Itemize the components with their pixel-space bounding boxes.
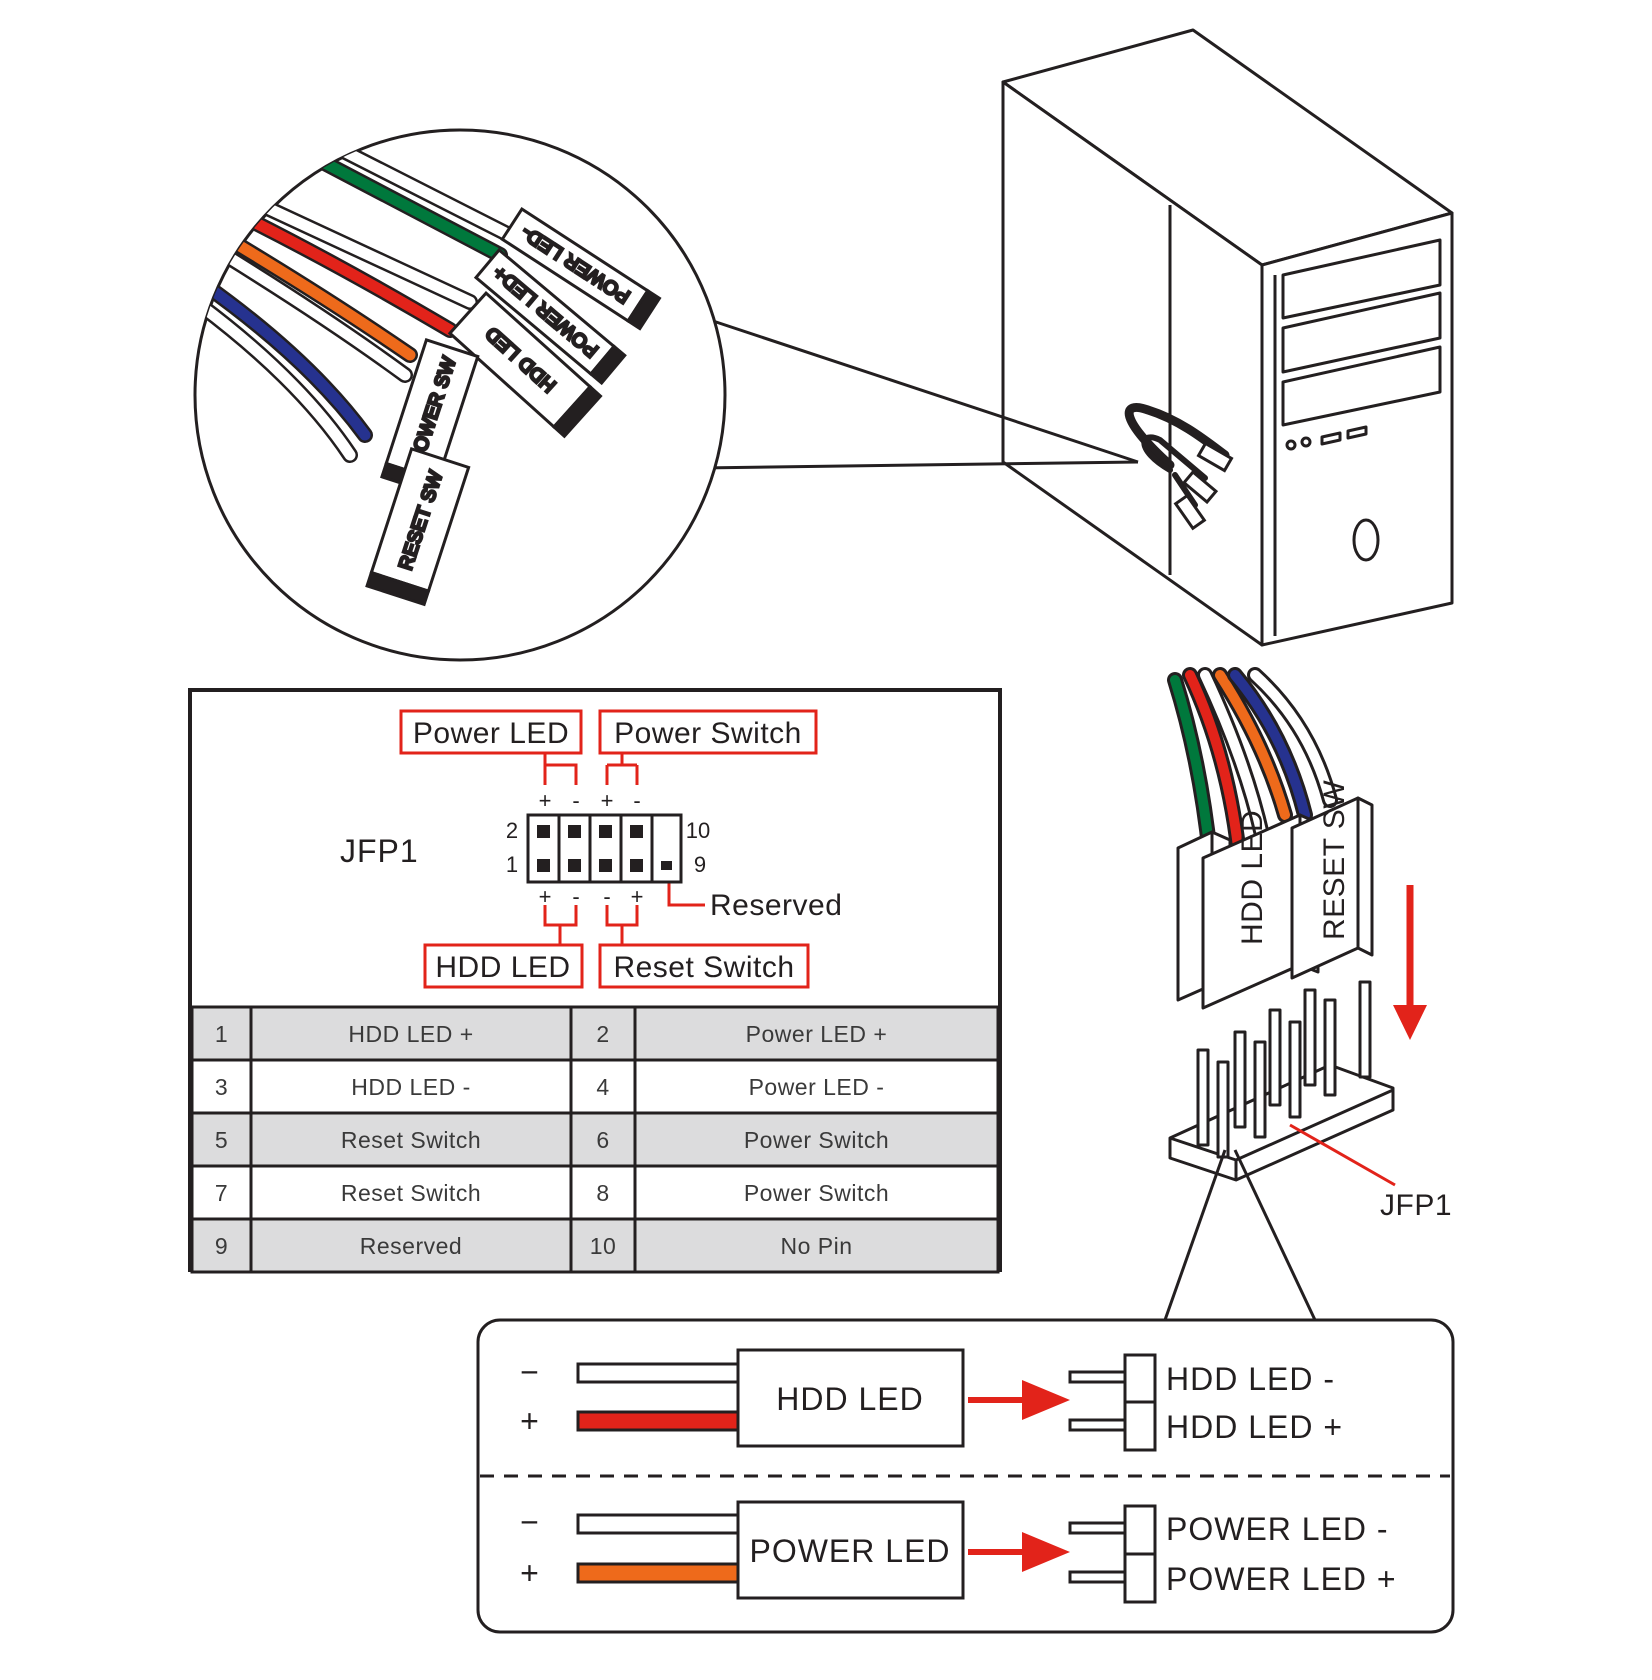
pin-table: 1 HDD LED + 2 Power LED + 3 HDD LED - 4 Power L… xyxy=(190,1005,1000,1274)
legend-box: − + HDD LED HDD LED - HDD LED + − + POWE… xyxy=(476,1318,1455,1634)
plug-label-hdd-led: HDD LED xyxy=(1236,810,1269,945)
label-hdd-led: HDD LED xyxy=(435,951,570,984)
table-cell-pin-b: 6 xyxy=(596,1127,609,1153)
jfp1-title: JFP1 xyxy=(340,833,419,869)
label-power-led: Power LED xyxy=(413,717,569,750)
legend-hdd-pin-plus: HDD LED + xyxy=(1166,1409,1343,1445)
table-row xyxy=(190,1217,1000,1274)
connector-reset-sw: RESET SW xyxy=(365,447,471,607)
label-reserved: Reserved xyxy=(710,889,842,922)
cable-bundle xyxy=(1124,403,1234,531)
table-row xyxy=(190,1005,1000,1062)
label-reset-switch: Reset Switch xyxy=(613,951,794,984)
legend-hdd-connector-label: HDD LED xyxy=(776,1381,923,1417)
table-cell-signal-a: HDD LED + xyxy=(348,1021,473,1047)
polarity-plus-pin1: + xyxy=(539,884,552,909)
zoom-line-top xyxy=(709,318,1139,464)
table-cell-signal-a: Reset Switch xyxy=(341,1127,481,1153)
table-cell-signal-b: Power Switch xyxy=(744,1180,889,1206)
pinout-panel: JFP1 Power LED Power Switch HDD LED Rese… xyxy=(188,688,1002,1274)
table-cell-signal-a: Reset Switch xyxy=(341,1180,481,1206)
table-cell-pin-b: 8 xyxy=(596,1180,609,1206)
header-label-jfp1: JFP1 xyxy=(1380,1189,1452,1222)
pc-tower-illustration xyxy=(1001,28,1454,647)
pin-number-9: 9 xyxy=(694,852,706,877)
jfp1-header-diagram: 2 1 10 9 xyxy=(506,813,710,884)
legend-row-hdd-led: − + HDD LED HDD LED - HDD LED + xyxy=(520,1348,1343,1452)
table-cell-pin-b: 4 xyxy=(596,1074,609,1100)
legend-power-connector-label: POWER LED xyxy=(749,1533,950,1569)
legend-row-power-led: − + POWER LED POWER LED - POWER LED + xyxy=(520,1500,1397,1604)
header-plug-detail: HDD LED RESET SW JFP1 xyxy=(1163,667,1452,1321)
magnifier-circle: POWER LED- POWER LED+ HDD LED POWER SW R xyxy=(193,128,727,662)
polarity-plus-pin7: + xyxy=(631,884,644,909)
table-cell-pin-a: 7 xyxy=(215,1180,228,1206)
table-cell-pin-a: 5 xyxy=(215,1127,228,1153)
table-row xyxy=(190,1111,1000,1168)
table-cell-signal-a: HDD LED - xyxy=(351,1074,471,1100)
table-cell-pin-b: 10 xyxy=(590,1233,617,1259)
table-cell-pin-a: 9 xyxy=(215,1233,228,1259)
polarity-minus-pin8: - xyxy=(633,788,640,813)
polarity-minus-pin5: - xyxy=(603,884,610,909)
table-cell-signal-b: Power LED + xyxy=(746,1021,888,1047)
pin-number-10: 10 xyxy=(686,818,710,843)
table-cell-signal-b: Power LED - xyxy=(749,1074,885,1100)
polarity-minus-pin3: - xyxy=(572,884,579,909)
pin-number-2: 2 xyxy=(506,818,518,843)
table-cell-signal-b: No Pin xyxy=(780,1233,852,1259)
legend-power-pin-plus: POWER LED + xyxy=(1166,1561,1397,1597)
table-cell-signal-a: Reserved xyxy=(360,1233,462,1259)
legend-hdd-plus-sign: + xyxy=(520,1403,540,1439)
table-cell-pin-a: 1 xyxy=(215,1021,228,1047)
legend-power-pin-minus: POWER LED - xyxy=(1166,1511,1389,1547)
label-power-switch: Power Switch xyxy=(614,717,802,750)
polarity-plus-pin6: + xyxy=(601,788,614,813)
zoom-line-bottom xyxy=(699,460,1139,470)
plug-label-reset-sw: RESET SW xyxy=(1318,780,1351,940)
insert-arrow-head xyxy=(1393,1005,1427,1040)
table-row xyxy=(190,1164,1000,1221)
legend-hdd-pin-minus: HDD LED - xyxy=(1166,1361,1335,1397)
legend-power-minus-sign: − xyxy=(520,1504,540,1540)
polarity-plus-pin2: + xyxy=(539,788,552,813)
pin-number-1: 1 xyxy=(506,852,518,877)
table-cell-pin-a: 3 xyxy=(215,1074,228,1100)
legend-hdd-minus-sign: − xyxy=(520,1354,540,1390)
table-cell-pin-b: 2 xyxy=(596,1021,609,1047)
polarity-minus-pin4: - xyxy=(572,788,579,813)
table-row xyxy=(190,1058,1000,1115)
table-cell-signal-b: Power Switch xyxy=(744,1127,889,1153)
legend-power-plus-sign: + xyxy=(520,1555,540,1591)
